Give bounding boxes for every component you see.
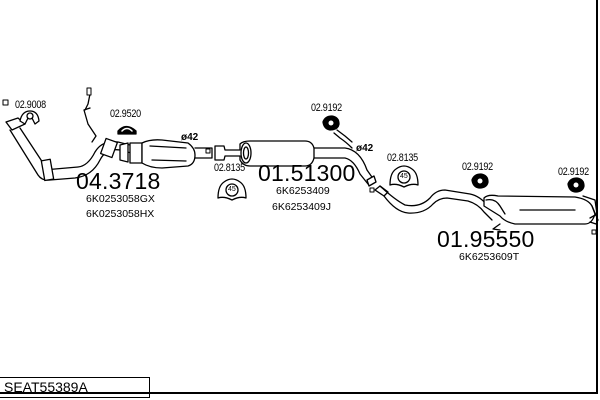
- part-number[interactable]: 04.3718: [76, 168, 161, 194]
- hanger-02-9192-drawing: [322, 115, 585, 193]
- oem-reference: 6K6253409: [276, 185, 330, 197]
- diagram-code: SEAT55389A: [4, 379, 88, 395]
- accessory-label[interactable]: 02.9192: [558, 166, 589, 178]
- rear-silencer-drawing: [369, 185, 599, 235]
- oem-reference: 6K0253058GX: [86, 193, 155, 205]
- accessory-label[interactable]: 02.8135: [387, 152, 418, 164]
- mount-badge: 45: [228, 186, 236, 193]
- clamp-02-9008-drawing: [19, 110, 40, 125]
- accessory-label[interactable]: 02.9520: [110, 108, 141, 120]
- diameter-label: ø42: [356, 143, 374, 154]
- middle-silencer-drawing: [205, 129, 377, 187]
- part-number[interactable]: 01.51300: [258, 160, 356, 186]
- accessory-label[interactable]: 02.9008: [15, 99, 46, 111]
- mount-02-8135-drawing: [217, 165, 419, 201]
- part-number[interactable]: 01.95550: [437, 226, 535, 252]
- oem-reference: 6K6253609T: [459, 251, 520, 263]
- mount-badge: 45: [400, 173, 408, 180]
- diameter-label: ø42: [181, 132, 199, 143]
- oem-reference: 6K0253058HX: [86, 208, 155, 220]
- accessory-label[interactable]: 02.9192: [311, 102, 342, 114]
- accessory-label[interactable]: 02.9192: [462, 161, 493, 173]
- ring-02-9520-drawing: [117, 125, 137, 135]
- oem-reference: 6K6253409J: [272, 201, 331, 213]
- diagram-code-box: SEAT55389A: [0, 377, 150, 398]
- front-pipe-drawing: [2, 87, 213, 182]
- accessory-label[interactable]: 02.8135: [214, 162, 245, 174]
